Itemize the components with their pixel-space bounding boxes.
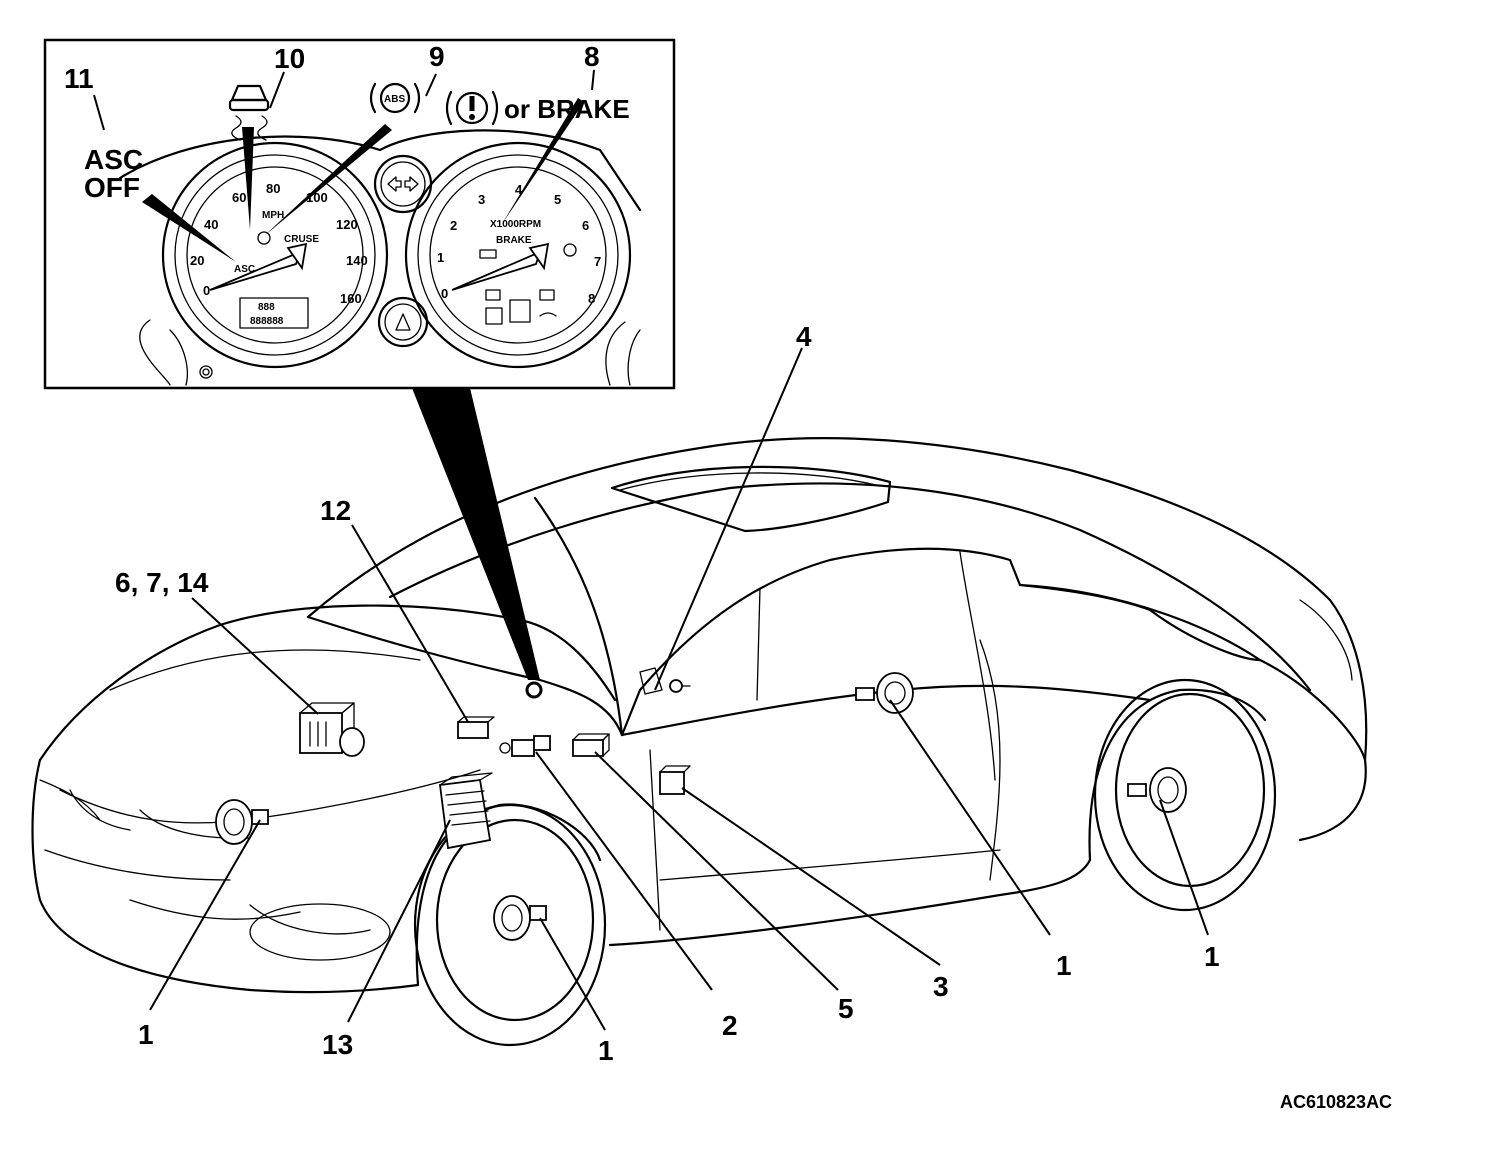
stop-light-switch — [669, 679, 691, 693]
tacho-tick-2: 2 — [450, 218, 457, 233]
callout-9: 9 — [429, 41, 445, 72]
g-sensor — [659, 765, 691, 795]
callout-1-rear-right: 1 — [1204, 941, 1220, 972]
leader-lines — [149, 347, 1209, 1031]
hydraulic-unit — [299, 702, 365, 757]
skid-car-icon — [228, 84, 270, 141]
wheel-speed-sensor-front-right — [493, 895, 547, 941]
tacho-tick-4: 4 — [515, 182, 523, 197]
callout-5: 5 — [838, 993, 854, 1024]
leader-9-wedge — [264, 124, 392, 236]
callout-6-7-14: 6, 7, 14 — [115, 567, 209, 598]
leader-10-wedge — [242, 127, 254, 230]
callout-labels: 1 1 1 1 2 3 4 5 6, 7, 14 8 9 10 11 12 13 — [64, 41, 1220, 1066]
callout-12: 12 — [320, 495, 351, 526]
speedo-tick-0: 0 — [203, 283, 210, 298]
abs-warning-icon: ABS — [369, 82, 421, 114]
speedo-asc: ASC — [234, 264, 255, 275]
asc-off-switch — [457, 716, 495, 739]
leader-8-wedge — [502, 98, 584, 224]
odometer-display: 888888 — [250, 316, 284, 327]
wheel-speed-sensor-rear-right — [1127, 767, 1187, 813]
steering-wheel-sensor — [499, 735, 551, 757]
wheel-speed-sensor-rear-left — [855, 672, 914, 714]
callout-1-front-left: 1 — [138, 1019, 154, 1050]
speedometer: 0 20 40 60 80 100 120 140 160 MPH CRUSE … — [161, 141, 389, 369]
tacho-brake: BRAKE — [496, 235, 532, 246]
callout-1-front-right: 1 — [598, 1035, 614, 1066]
tacho-tick-1: 1 — [437, 250, 444, 265]
callout-10: 10 — [274, 43, 305, 74]
speedo-unit: MPH — [262, 210, 284, 221]
figure-code: AC610823AC — [1280, 1092, 1392, 1112]
tacho-tick-3: 3 — [478, 192, 485, 207]
front-wheel — [413, 803, 607, 1047]
asc-off-line1: ASC — [84, 144, 143, 175]
callout-11: 11 — [64, 63, 94, 94]
tachometer: 0 1 2 3 4 5 6 7 8 X1000RPM BRAKE — [404, 141, 632, 369]
leader-11-wedge — [142, 194, 236, 262]
speedo-tick-140: 140 — [346, 253, 368, 268]
asc-off-line2: OFF — [84, 172, 140, 203]
abs-symbol-label: ABS — [384, 94, 405, 105]
speedo-tick-80: 80 — [266, 181, 280, 196]
callout-4: 4 — [796, 321, 812, 352]
trip-display: 888 — [258, 302, 275, 313]
speedo-tick-120: 120 — [336, 217, 358, 232]
callout-8: 8 — [584, 41, 600, 72]
engine-ecu — [438, 772, 493, 850]
callout-1-rear-left: 1 — [1056, 950, 1072, 981]
tacho-unit: X1000RPM — [490, 219, 541, 230]
speedo-tick-160: 160 — [340, 291, 362, 306]
wheel-speed-sensor-front-left — [215, 799, 269, 845]
tacho-tick-0: 0 — [441, 286, 448, 301]
tacho-tick-6: 6 — [582, 218, 589, 233]
callout-13: 13 — [322, 1029, 353, 1060]
vehicle-body — [31, 437, 1368, 994]
asc-ecu — [572, 733, 610, 757]
tacho-tick-7: 7 — [594, 254, 601, 269]
callout-2: 2 — [722, 1010, 738, 1041]
speedo-tick-40: 40 — [204, 217, 218, 232]
speedo-tick-60: 60 — [232, 190, 246, 205]
tacho-tick-5: 5 — [554, 192, 561, 207]
speedo-tick-20: 20 — [190, 253, 204, 268]
callout-3: 3 — [933, 971, 949, 1002]
inset-pointer — [412, 388, 540, 680]
speedo-cruise: CRUSE — [284, 234, 319, 245]
instrument-cluster-inset: 0 20 40 60 80 100 120 140 160 MPH CRUSE … — [43, 38, 676, 699]
brake-warning-icon — [445, 90, 499, 126]
tacho-tick-8: 8 — [588, 291, 595, 306]
